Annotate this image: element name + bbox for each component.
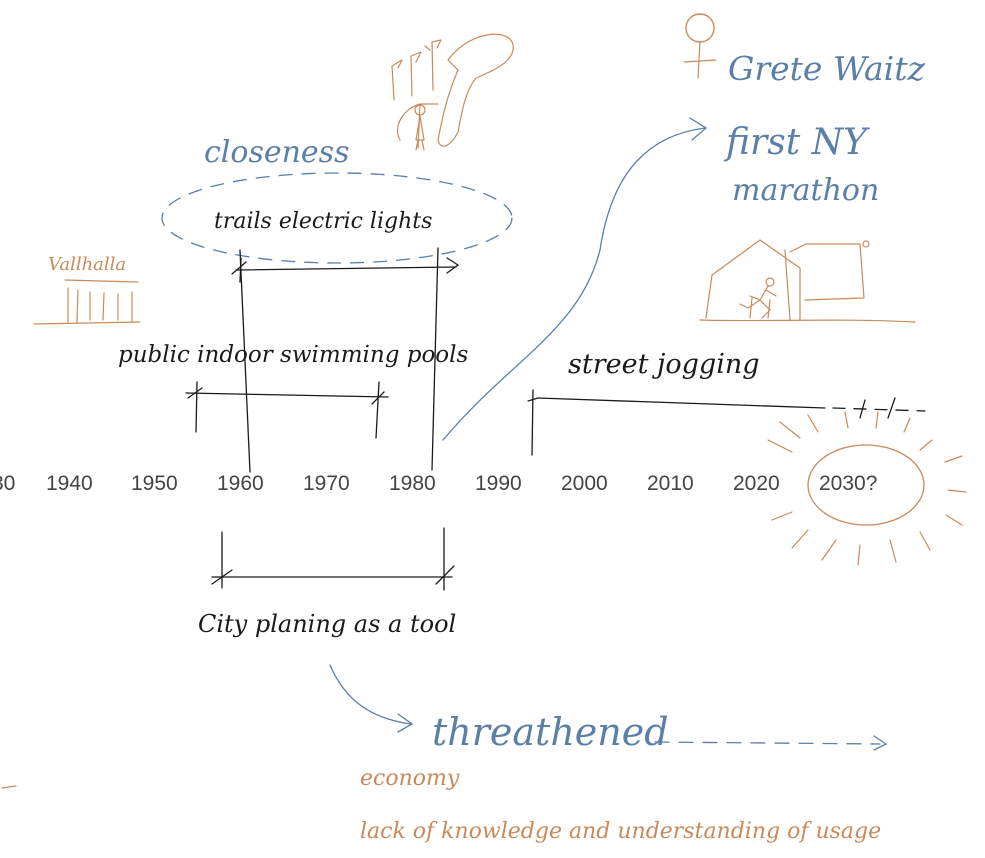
door-icon (749, 297, 771, 319)
street-jogging-period: street jogging (527, 349, 926, 456)
trails-label: trails electric lights (214, 209, 432, 234)
valhalla-label: Vallhalla (48, 254, 126, 275)
city-planning-period: City planing as a tool (198, 527, 456, 638)
grete-label-line2: first NY (723, 122, 870, 163)
ground-line (699, 319, 916, 323)
year-label-1940: 1940 (46, 472, 93, 495)
pools-end-tick (371, 381, 385, 439)
year-label-1960: 1960 (217, 472, 264, 495)
left-edge-mark (1, 785, 17, 789)
threathened-label: threathened (432, 710, 669, 754)
street-jogging-label: street jogging (568, 349, 760, 380)
year-label-1980: 1980 (389, 472, 436, 495)
year-label-2030: 2030? (819, 472, 877, 495)
sun-circle (807, 444, 925, 526)
female-symbol-cross (683, 41, 717, 79)
pools-period: public indoor swimming pools (118, 342, 468, 439)
threathened-dashed-arrowhead (873, 735, 888, 751)
grete-label-line3: marathon (732, 173, 879, 208)
city-planning-end-tick (435, 527, 455, 591)
threathened-dashed-arrow (654, 741, 881, 745)
city-planning-start-tick (211, 531, 233, 589)
trails-bar (235, 266, 457, 271)
person-head-icon (414, 104, 426, 116)
year-axis: 30 1940 1950 1960 1970 1980 1990 2000 20… (0, 472, 877, 495)
house-detail-icon (862, 240, 870, 248)
jogger-house-sketch (699, 239, 916, 323)
grete-arrowhead (689, 117, 708, 141)
flags-icon (391, 39, 442, 101)
grete-waitz-annotation: Grete Waitz first NY marathon (442, 13, 925, 441)
street-jogging-slashes (859, 397, 896, 419)
trails-vline-1960 (239, 249, 251, 473)
year-label-1990: 1990 (475, 472, 522, 495)
trails-ellipse (161, 172, 513, 264)
person-body-icon (415, 115, 425, 151)
lack-of-knowledge-label: lack of knowledge and understanding of u… (360, 819, 881, 844)
valhalla-building-icon (33, 279, 141, 325)
trails-vline-1980 (431, 247, 439, 471)
city-planning-label: City planing as a tool (198, 610, 456, 638)
grete-arrow (442, 127, 706, 441)
threathened-arrowhead (397, 713, 414, 733)
street-jogging-dashed (832, 407, 926, 412)
year-label-2000: 2000 (561, 472, 608, 495)
house-right-icon (784, 243, 865, 321)
threathened-annotation: threathened economy lack of knowledge an… (1, 664, 888, 844)
economy-label: economy (360, 766, 460, 791)
valhalla-sketch: Vallhalla (33, 254, 141, 325)
park-figure-sketch (391, 33, 514, 151)
jogger-body-icon (739, 285, 777, 319)
trails-end-arrow (446, 257, 460, 274)
closeness-label: closeness (204, 135, 349, 170)
pools-label: public indoor swimming pools (118, 342, 468, 368)
grete-label-line1: Grete Waitz (728, 49, 925, 88)
street-jogging-start-tick (531, 389, 534, 456)
house-left-icon (705, 239, 801, 321)
pools-start-tick (187, 381, 203, 433)
female-symbol-icon (685, 13, 715, 43)
sun-sketch (767, 411, 967, 566)
year-label-30: 30 (0, 472, 15, 495)
sun-rays (767, 411, 967, 566)
threathened-arrow (329, 664, 411, 725)
year-label-1950: 1950 (131, 472, 178, 495)
tree-icon (437, 33, 514, 147)
trails-period: trails electric lights (161, 172, 513, 473)
jogger-head-icon (765, 277, 775, 287)
street-jogging-bar (527, 397, 826, 409)
year-label-2010: 2010 (647, 472, 694, 495)
year-label-2020: 2020 (733, 472, 780, 495)
pools-bar (185, 392, 389, 398)
year-label-1970: 1970 (303, 472, 350, 495)
